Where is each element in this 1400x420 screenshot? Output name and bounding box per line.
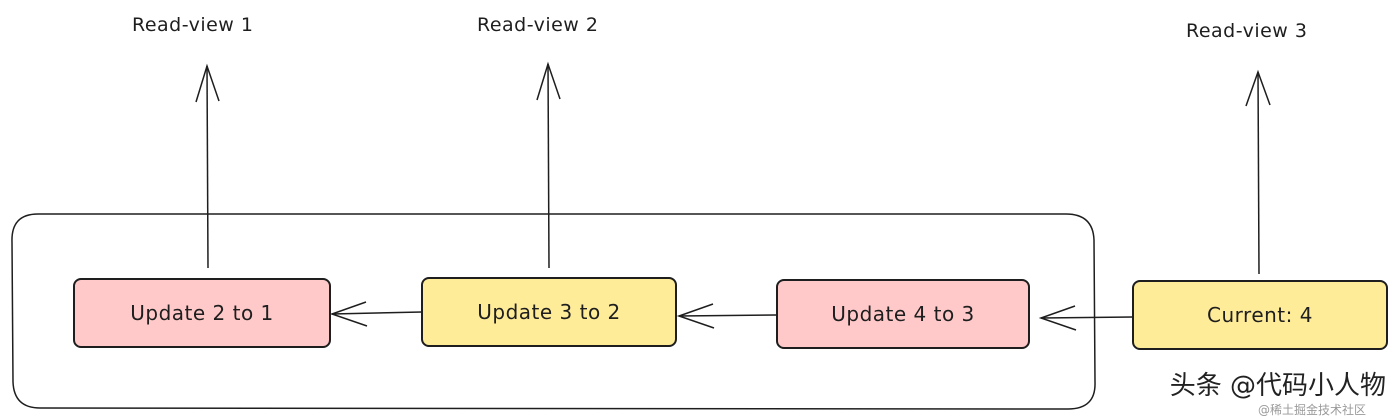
read-view-3-label: Read-view 3	[1186, 20, 1308, 42]
update-4-to-3-box: Update 4 to 3	[776, 279, 1030, 349]
current-version-box: Current: 4	[1132, 280, 1388, 350]
chain-arrow-3-to-2	[329, 301, 423, 327]
read-view-2-label: Read-view 2	[477, 14, 599, 36]
read-view-2-arrow	[536, 61, 561, 269]
read-view-3-arrow	[1245, 69, 1271, 275]
chain-arrow-current-to-4	[1038, 305, 1134, 331]
watermark-primary: 头条 @代码小人物	[1169, 371, 1386, 401]
update-2-to-1-box: Update 2 to 1	[73, 278, 331, 348]
watermark-secondary: @稀土掘金技术社区	[1257, 403, 1366, 417]
read-view-1-arrow	[195, 63, 220, 269]
chain-arrow-4-to-3	[676, 303, 777, 329]
update-3-to-2-box: Update 3 to 2	[421, 277, 677, 347]
undo-log-container	[11, 213, 1096, 410]
read-view-1-label: Read-view 1	[132, 14, 254, 36]
